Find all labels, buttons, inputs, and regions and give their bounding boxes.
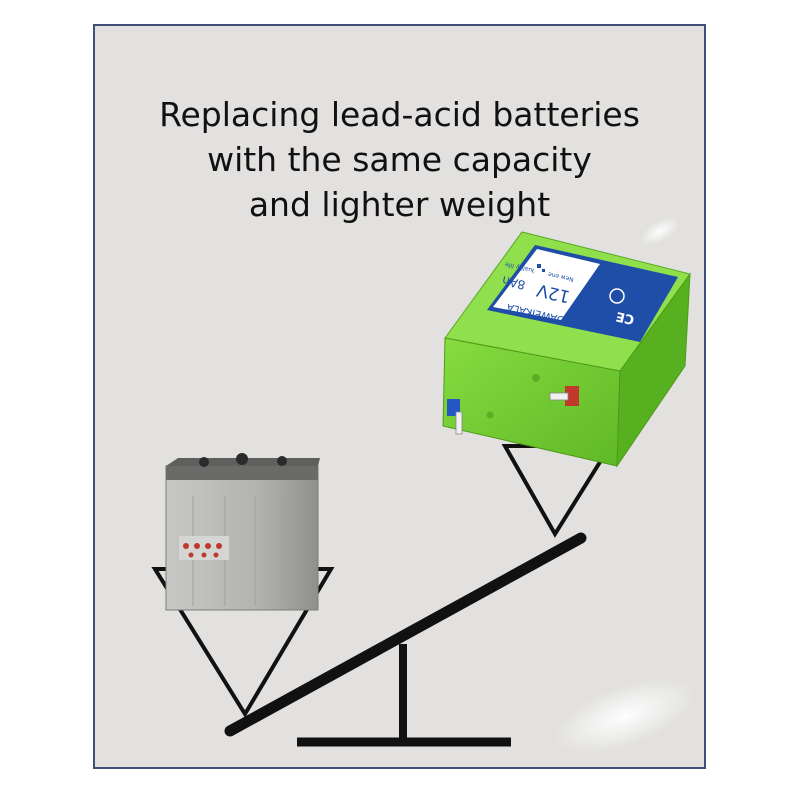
headline-line-1: Replacing lead-acid batteries <box>159 95 640 134</box>
headline-line-3: and lighter weight <box>248 185 551 224</box>
positive-terminal-icon <box>565 386 579 406</box>
headline-line-2: with the same capacity <box>207 140 592 179</box>
svg-text:CE: CE <box>615 308 636 327</box>
lithium-battery: DAWEIKALA 12V 8Ah New energy Quality lif… <box>442 231 691 468</box>
seesaw-beam <box>224 532 587 737</box>
feather-icon <box>553 216 697 755</box>
lead-acid-battery <box>165 453 320 611</box>
svg-text:8Ah: 8Ah <box>501 273 527 292</box>
headline: Replacing lead-acid batteries with the s… <box>95 92 704 227</box>
product-image-frame: Replacing lead-acid batteries with the s… <box>93 24 706 769</box>
seesaw-stand <box>297 644 511 747</box>
qr-code-icon <box>534 261 548 275</box>
seesaw-illustration: DAWEIKALA 12V 8Ah New energy Quality lif… <box>151 216 697 755</box>
certification-marks: CE <box>615 308 636 327</box>
recycle-icon <box>609 288 625 304</box>
